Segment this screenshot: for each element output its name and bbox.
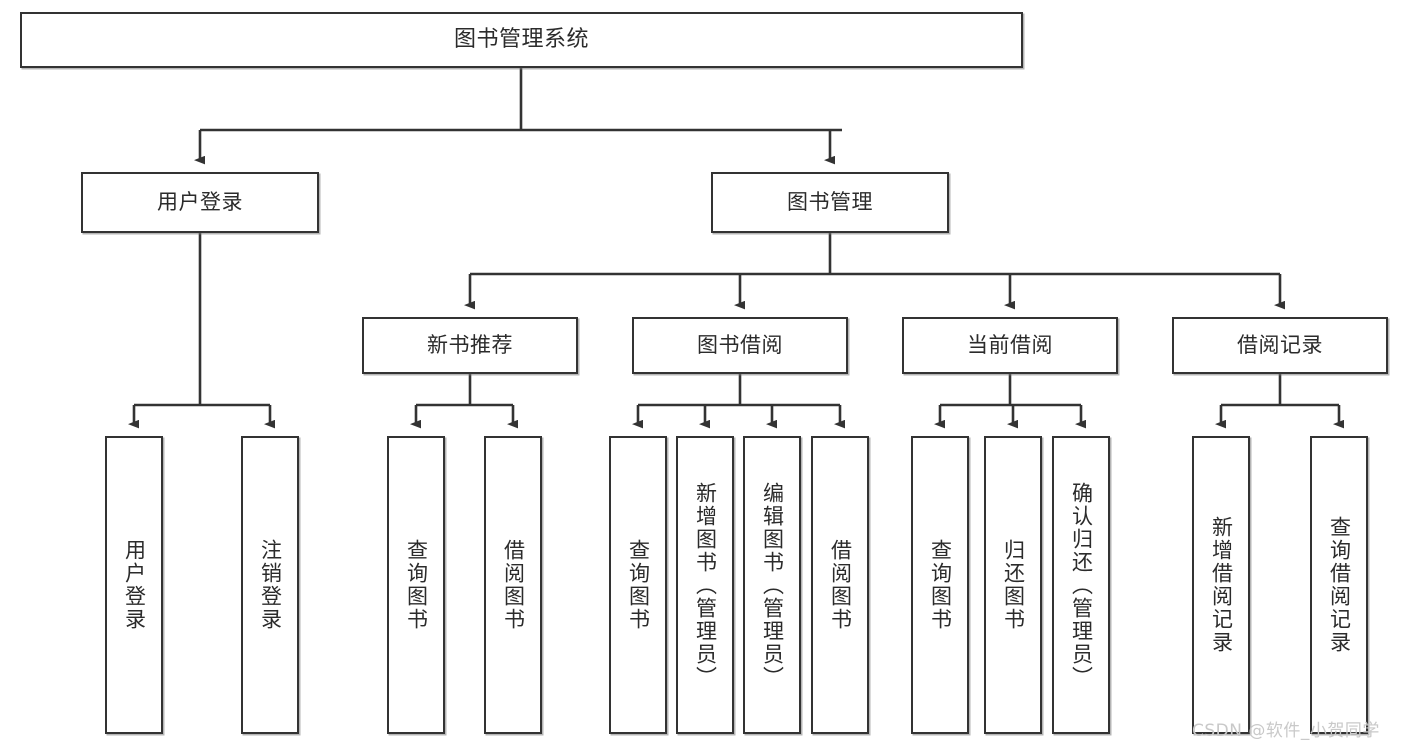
node-root-system-label: 图书管理系统 — [453, 26, 589, 52]
node-leaf-borrow-book-2[interactable]: 借阅图书 — [811, 436, 869, 734]
edge-borrow-record-to-leaves — [1215, 374, 1344, 429]
node-leaf-edit-book-admin-label: 编辑图书（管理员） — [760, 481, 785, 689]
node-leaf-add-book-admin-label: 新增图书（管理员） — [693, 481, 718, 689]
node-book-management[interactable]: 图书管理 — [711, 172, 949, 233]
edge-new-book-recommend-to-leaves — [410, 374, 518, 429]
edge-root-to-level2 — [194, 68, 842, 165]
node-leaf-confirm-return-admin-label: 确认归还（管理员） — [1069, 481, 1094, 689]
node-current-borrow-label: 当前借阅 — [967, 332, 1053, 357]
node-borrow-record-label: 借阅记录 — [1237, 332, 1323, 357]
node-leaf-add-book-admin[interactable]: 新增图书（管理员） — [676, 436, 734, 734]
node-leaf-add-borrow-record-label: 新增借阅记录 — [1209, 516, 1234, 654]
node-user-login[interactable]: 用户登录 — [81, 172, 319, 233]
node-leaf-query-borrow-record-label: 查询借阅记录 — [1327, 516, 1352, 654]
node-leaf-logout-login[interactable]: 注销登录 — [241, 436, 299, 734]
node-leaf-query-book-3[interactable]: 查询图书 — [911, 436, 969, 734]
node-leaf-user-login[interactable]: 用户登录 — [105, 436, 163, 734]
node-leaf-query-book-3-label: 查询图书 — [928, 539, 953, 631]
node-leaf-user-login-label: 用户登录 — [122, 539, 147, 631]
node-leaf-logout-login-label: 注销登录 — [258, 539, 283, 631]
node-leaf-query-book-1[interactable]: 查询图书 — [387, 436, 445, 734]
edge-current-borrow-to-leaves — [934, 374, 1086, 429]
node-leaf-return-book[interactable]: 归还图书 — [984, 436, 1042, 734]
edge-user-login-to-leaves — [128, 233, 275, 429]
node-book-management-label: 图书管理 — [787, 189, 873, 214]
node-leaf-return-book-label: 归还图书 — [1001, 539, 1026, 631]
node-root-system[interactable]: 图书管理系统 — [20, 12, 1023, 68]
edge-book-management-to-level3 — [464, 233, 1285, 310]
node-leaf-query-book-1-label: 查询图书 — [404, 539, 429, 631]
node-leaf-query-book-2[interactable]: 查询图书 — [609, 436, 667, 734]
node-current-borrow[interactable]: 当前借阅 — [902, 317, 1118, 374]
node-leaf-edit-book-admin[interactable]: 编辑图书（管理员） — [743, 436, 801, 734]
node-leaf-query-borrow-record[interactable]: 查询借阅记录 — [1310, 436, 1368, 734]
node-leaf-borrow-book-1-label: 借阅图书 — [501, 539, 526, 631]
node-borrow-record[interactable]: 借阅记录 — [1172, 317, 1388, 374]
node-leaf-borrow-book-2-label: 借阅图书 — [828, 539, 853, 631]
node-leaf-add-borrow-record[interactable]: 新增借阅记录 — [1192, 436, 1250, 734]
node-leaf-confirm-return-admin[interactable]: 确认归还（管理员） — [1052, 436, 1110, 734]
node-new-book-recommend[interactable]: 新书推荐 — [362, 317, 578, 374]
node-leaf-borrow-book-1[interactable]: 借阅图书 — [484, 436, 542, 734]
node-user-login-label: 用户登录 — [157, 189, 243, 214]
edge-book-borrow-to-leaves — [632, 374, 845, 429]
node-book-borrow-label: 图书借阅 — [697, 332, 783, 357]
node-new-book-recommend-label: 新书推荐 — [427, 332, 513, 357]
node-book-borrow[interactable]: 图书借阅 — [632, 317, 848, 374]
node-leaf-query-book-2-label: 查询图书 — [626, 539, 651, 631]
